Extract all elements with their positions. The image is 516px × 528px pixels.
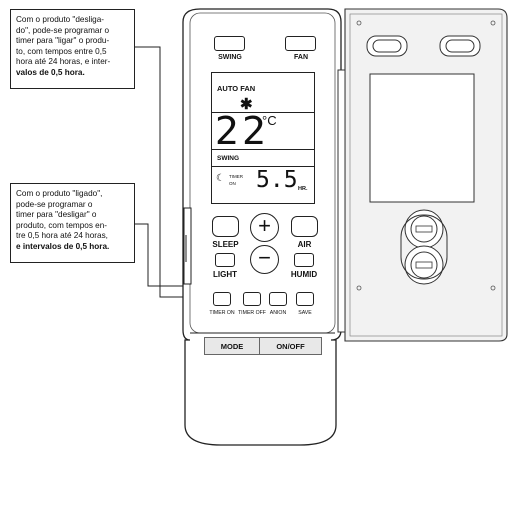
lcd-mode-line: AUTO FAN xyxy=(217,84,256,93)
onoff-button[interactable]: ON/OFF xyxy=(259,337,322,355)
lcd-divider-3 xyxy=(212,166,314,167)
callout-top-line-5: hora até 24 horas, e inter- xyxy=(16,57,111,67)
callout-timer-off: Com o produto "ligado", pode-se programa… xyxy=(10,183,135,263)
minus-button[interactable] xyxy=(250,245,279,274)
light-button-label: LIGHT xyxy=(213,270,237,279)
timer-on-label: TIMER ON xyxy=(209,310,235,316)
minus-icon: − xyxy=(258,245,271,270)
timer-off-button[interactable] xyxy=(243,292,261,306)
anion-button[interactable] xyxy=(269,292,287,306)
callout-top-line-2: do", pode-se programar o xyxy=(16,25,110,35)
snowflake-icon: ✱ xyxy=(240,96,253,113)
cover-window xyxy=(369,73,475,203)
light-button[interactable] xyxy=(215,253,235,267)
anion-label: ANION xyxy=(269,310,287,316)
callout-top-line-3: timer para "ligar" o produ- xyxy=(16,36,110,46)
lcd-temperature: 22 xyxy=(214,109,270,153)
sleep-button[interactable] xyxy=(212,216,239,237)
lcd-swing: SWING xyxy=(217,155,240,162)
callout-bottom-line-6: e intervalos de 0,5 hora. xyxy=(16,241,110,251)
moon-icon: ☾ xyxy=(216,173,225,184)
cover-hinge xyxy=(337,69,346,333)
sleep-button-label: SLEEP xyxy=(212,240,239,249)
mode-button[interactable]: MODE xyxy=(204,337,260,355)
lcd-timer-label-2: ON xyxy=(229,181,236,186)
lcd-display: AUTO FAN ✱ 22 °C SWING ☾ TIMER ON 5.5 HR… xyxy=(211,72,315,204)
air-button-label: AIR xyxy=(297,240,312,249)
save-label: SAVE xyxy=(298,310,312,316)
callout-top-line-4: to, com tempos entre 0,5 xyxy=(16,46,107,56)
humid-button[interactable] xyxy=(294,253,314,267)
callout-top-line-6: valos de 0,5 hora. xyxy=(16,67,85,77)
callout-bottom-line-5: tre 0,5 hora até 24 horas, xyxy=(16,231,108,241)
timer-off-label: TIMER OFF xyxy=(238,310,266,316)
humid-button-label: HUMID xyxy=(290,270,318,279)
lcd-timer-value: 5.5 xyxy=(256,167,298,193)
callout-bottom-line-3: timer para "desligar" o xyxy=(16,210,97,220)
swing-button-label: SWING xyxy=(218,54,242,61)
lcd-temp-unit: °C xyxy=(262,113,277,128)
lcd-divider-1 xyxy=(212,112,314,113)
callout-bottom-line-1: Com o produto "ligado", xyxy=(16,189,103,198)
swing-button[interactable] xyxy=(214,36,245,51)
save-button[interactable] xyxy=(296,292,314,306)
callout-bottom-line-4: produto, com tempos en- xyxy=(16,220,108,230)
remote-side-clip xyxy=(183,207,192,285)
callout-top-line-1: Com o produto "desliga- xyxy=(16,15,105,24)
fan-button[interactable] xyxy=(285,36,316,51)
air-button[interactable] xyxy=(291,216,318,237)
plus-button[interactable] xyxy=(250,213,279,242)
callout-timer-on: Com o produto "desliga- do", pode-se pro… xyxy=(10,9,135,89)
lcd-divider-2 xyxy=(212,149,314,150)
callout-bottom-line-2: pode-se programar o xyxy=(16,199,93,209)
timer-on-button[interactable] xyxy=(213,292,231,306)
fan-button-label: FAN xyxy=(294,54,308,61)
lcd-timer-unit: HR. xyxy=(298,186,308,192)
plus-icon: + xyxy=(258,213,271,238)
lcd-timer-label-1: TIMER xyxy=(229,174,243,179)
